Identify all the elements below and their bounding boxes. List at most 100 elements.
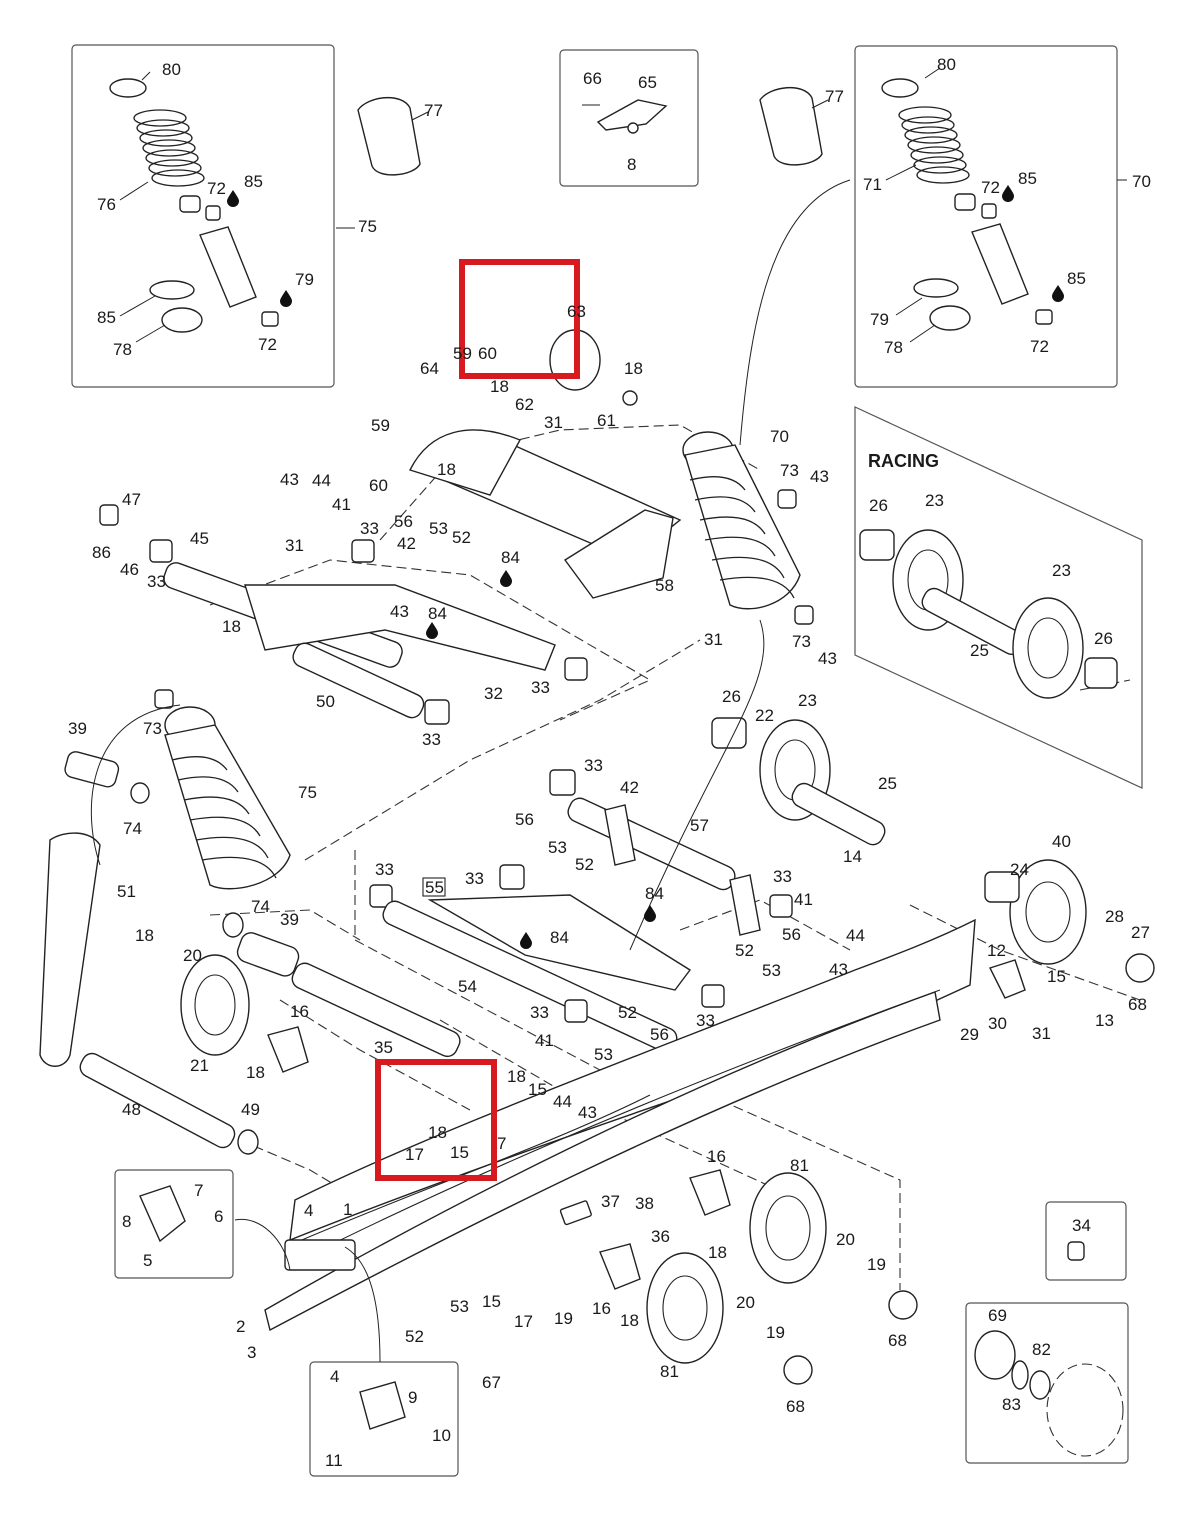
callout: 38 — [635, 1194, 654, 1213]
callout: 24 — [1010, 860, 1029, 879]
callout: 18 — [437, 460, 456, 479]
callout: 34 — [1072, 1216, 1091, 1235]
idler-wheels — [180, 859, 1155, 1385]
callout: 43 — [390, 602, 409, 621]
callout: 33 — [531, 678, 550, 697]
callout: 41 — [332, 495, 351, 514]
callout: 6 — [214, 1207, 223, 1226]
callout: 50 — [316, 692, 335, 711]
callout: 26 — [869, 496, 888, 515]
callout: 53 — [429, 519, 448, 538]
callout: 16 — [592, 1299, 611, 1318]
callout: 72 — [981, 178, 1000, 197]
main-shock-70 — [682, 431, 814, 625]
inset-left-shock-box — [71, 44, 335, 388]
callout: 84 — [501, 548, 520, 567]
front-arm-assembly — [99, 504, 588, 725]
racing-wheel-set — [859, 529, 1118, 699]
callout: 72 — [258, 335, 277, 354]
callout: 47 — [122, 490, 141, 509]
callout: 32 — [484, 684, 503, 703]
callout: 31 — [544, 413, 563, 432]
callout: 52 — [405, 1327, 424, 1346]
callout: 41 — [794, 890, 813, 909]
lower-arm-assembly — [369, 769, 793, 1053]
callout: 68 — [1128, 995, 1147, 1014]
callout: 56 — [394, 512, 413, 531]
callout: 22 — [755, 706, 774, 725]
inset-bracket-box — [559, 49, 699, 187]
callout: 7 — [194, 1181, 203, 1200]
inset-slider-box — [309, 1361, 459, 1477]
callout: 18 — [620, 1311, 639, 1330]
callout: 28 — [1105, 907, 1124, 926]
callout: 78 — [884, 338, 903, 357]
callout: 18 — [428, 1123, 447, 1142]
callout: 14 — [843, 847, 862, 866]
inset-racing-box — [854, 406, 1143, 789]
callout: 71 — [863, 175, 882, 194]
callout: 26 — [1094, 629, 1113, 648]
callout: 52 — [735, 941, 754, 960]
callout: 46 — [120, 560, 139, 579]
callout: 18 — [507, 1067, 526, 1086]
inset-right-shock-parts — [881, 78, 1053, 331]
callout: 33 — [422, 730, 441, 749]
callout: 25 — [878, 774, 897, 793]
callout: 29 — [960, 1025, 979, 1044]
callout: 49 — [241, 1100, 260, 1119]
leader-lines — [90, 67, 1127, 1363]
callout: 31 — [285, 536, 304, 555]
callout: 74 — [251, 897, 270, 916]
callout: 70 — [770, 427, 789, 446]
callout: 31 — [1032, 1024, 1051, 1043]
callout: 85 — [1067, 269, 1086, 288]
callout: 72 — [207, 179, 226, 198]
highlight-box-top — [459, 259, 580, 379]
callout: 68 — [786, 1397, 805, 1416]
highlight-box-bottom — [375, 1059, 497, 1181]
callout: 39 — [68, 719, 87, 738]
callout: 63 — [567, 302, 586, 321]
callout: 33 — [465, 869, 484, 888]
callout: 42 — [620, 778, 639, 797]
callout: 61 — [597, 411, 616, 430]
callout: 31 — [704, 630, 723, 649]
callout: 79 — [295, 270, 314, 289]
callout: 80 — [162, 60, 181, 79]
callout: 76 — [97, 195, 116, 214]
callout: 60 — [478, 344, 497, 363]
dust-boot-77b — [759, 86, 823, 166]
callout: 40 — [1052, 832, 1071, 851]
callout: 80 — [937, 55, 956, 74]
callout: 27 — [1131, 923, 1150, 942]
callout: 43 — [578, 1103, 597, 1122]
callout: 54 — [458, 977, 477, 996]
callout: 20 — [183, 946, 202, 965]
callout: 52 — [618, 1003, 637, 1022]
callout: 56 — [782, 925, 801, 944]
callout: 44 — [553, 1092, 572, 1111]
callout: 59 — [371, 416, 390, 435]
callout: 69 — [988, 1306, 1007, 1325]
callout: 41 — [535, 1031, 554, 1050]
callout: 15 — [1047, 967, 1066, 986]
callout: 5 — [143, 1251, 152, 1270]
callout: 19 — [554, 1309, 573, 1328]
callout: 56 — [515, 810, 534, 829]
callout: 77 — [825, 87, 844, 106]
callout: 45 — [190, 529, 209, 548]
callout: 59 — [453, 344, 472, 363]
callout: 51 — [117, 882, 136, 901]
callout: 33 — [530, 1003, 549, 1022]
callout: 43 — [810, 467, 829, 486]
dashed-assembly-lines — [209, 424, 1141, 1290]
callout: 11 — [325, 1451, 343, 1470]
part-callouts: 80 77 76 72 85 75 79 85 78 72 66 65 8 77… — [68, 55, 1151, 1470]
dust-boot-77a — [357, 96, 421, 176]
callout: 66 — [583, 69, 602, 88]
middle-wheel-set — [711, 717, 886, 846]
callout: 42 — [397, 534, 416, 553]
grease-drop-icons — [227, 185, 1064, 949]
